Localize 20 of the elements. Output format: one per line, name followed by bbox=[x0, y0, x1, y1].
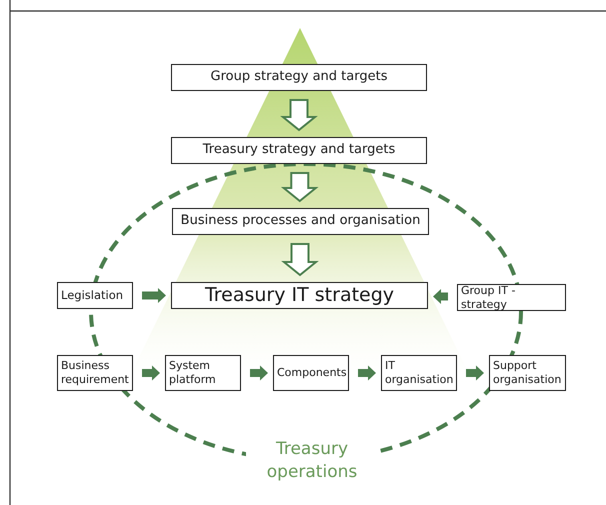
process-box: Treasury IT strategy bbox=[171, 282, 428, 309]
hollow-arrow bbox=[280, 172, 319, 202]
process-box: IT organisation bbox=[381, 355, 457, 391]
process-box: System platform bbox=[165, 355, 241, 391]
block-arrow bbox=[142, 366, 160, 380]
process-box: Components bbox=[273, 355, 349, 391]
process-box: Legislation bbox=[57, 282, 133, 309]
process-box: Business processes and organisation bbox=[172, 208, 429, 235]
block-arrow bbox=[358, 366, 376, 380]
block-arrow bbox=[142, 288, 166, 303]
process-box: Support organisation bbox=[489, 355, 566, 391]
process-box: Group IT - strategy bbox=[457, 284, 566, 311]
process-box: Treasury strategy and targets bbox=[171, 137, 427, 164]
block-arrow bbox=[466, 366, 484, 380]
process-box: Group strategy and targets bbox=[171, 64, 427, 91]
block-arrow bbox=[433, 289, 448, 304]
process-box: Business requirement bbox=[57, 355, 133, 391]
hollow-arrow bbox=[281, 243, 319, 276]
hollow-arrow bbox=[280, 99, 318, 132]
block-arrow bbox=[250, 366, 268, 380]
